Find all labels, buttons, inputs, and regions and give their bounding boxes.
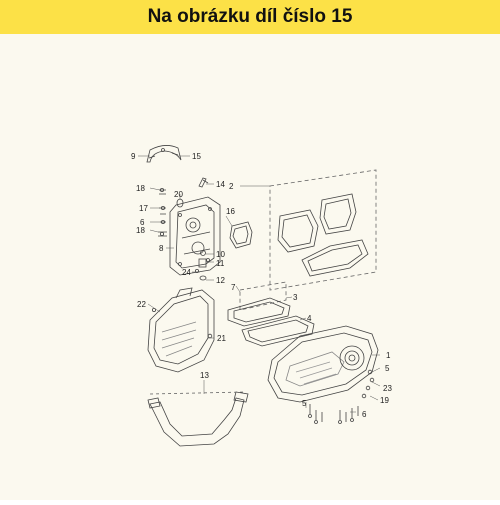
- callout-8: 8: [159, 244, 164, 253]
- callout-1: 1: [386, 351, 391, 360]
- callout-17: 17: [139, 204, 148, 213]
- studs-part: [158, 187, 167, 237]
- callout-4: 4: [307, 314, 312, 323]
- gasket-16-part: [229, 221, 253, 249]
- callout-21: 21: [217, 334, 226, 343]
- callout-14: 14: [216, 180, 225, 189]
- bracket-part: [146, 145, 182, 163]
- air-hose-part: [147, 391, 249, 447]
- callout-15: 15: [192, 152, 201, 161]
- exploded-view-drawing: 1 2 3 4 5 5 6 6 7 8 9 10 11 12 13 14 15 …: [131, 145, 392, 447]
- callout-11: 11: [216, 259, 225, 268]
- cylinder-head-part: [169, 196, 221, 276]
- callout-2: 2: [229, 182, 234, 191]
- bottom-bolts-part: [308, 404, 359, 424]
- cover-gasket-group: [227, 281, 291, 327]
- callout-labels: 1 2 3 4 5 5 6 6 7 8 9 10 11 12 13 14 15 …: [131, 152, 392, 419]
- title-banner: Na obrázku díl číslo 15: [0, 0, 500, 34]
- leader-lines: [138, 155, 381, 413]
- callout-10: 10: [216, 250, 225, 259]
- ring-20-part: [176, 198, 184, 208]
- callout-20: 20: [174, 190, 183, 199]
- callout-23: 23: [383, 384, 392, 393]
- callout-6b: 6: [362, 410, 367, 419]
- callout-18: 18: [136, 184, 145, 193]
- callout-24: 24: [182, 268, 191, 277]
- valve-parts: [194, 250, 207, 281]
- gasket-4-part: [241, 315, 315, 347]
- callout-9: 9: [131, 152, 136, 161]
- callout-12: 12: [216, 276, 225, 285]
- callout-16: 16: [226, 207, 235, 216]
- bolt-14-part: [198, 177, 209, 188]
- callout-5b: 5: [302, 399, 307, 408]
- air-filter-box-part: [147, 287, 215, 373]
- banner-text: Na obrázku díl číslo 15: [147, 6, 353, 27]
- callout-19: 19: [380, 396, 389, 405]
- callout-6: 6: [140, 218, 145, 227]
- callout-13: 13: [200, 371, 209, 380]
- callout-3: 3: [293, 293, 298, 302]
- cover-bolts-part: [361, 369, 375, 399]
- callout-5: 5: [385, 364, 390, 373]
- callout-22: 22: [137, 300, 146, 309]
- parts-diagram: 1 2 3 4 5 5 6 6 7 8 9 10 11 12 13 14 15 …: [0, 34, 500, 500]
- gasket-set-part: [269, 169, 377, 291]
- callout-18b: 18: [136, 226, 145, 235]
- transmission-cover-part: [267, 325, 379, 403]
- callout-7: 7: [231, 283, 236, 292]
